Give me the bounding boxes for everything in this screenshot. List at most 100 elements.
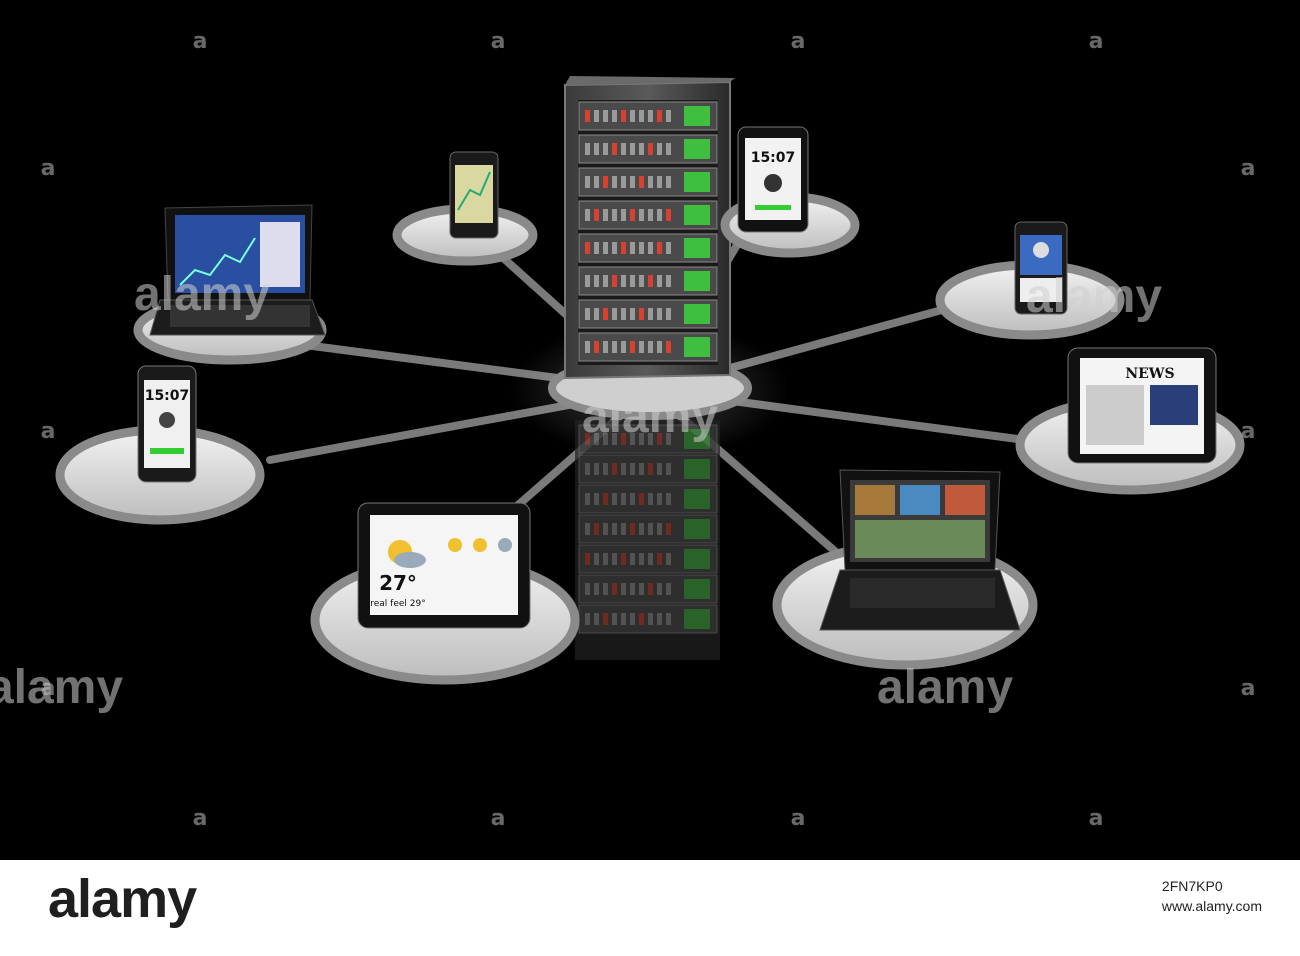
- rack-led: [585, 523, 590, 535]
- rack-led: [666, 341, 671, 353]
- rack-led: [648, 463, 653, 475]
- rack-led: [621, 176, 626, 188]
- phone-contact: [1014, 221, 1068, 315]
- rack-led: [639, 463, 644, 475]
- rack-led: [603, 523, 608, 535]
- rack-led: [666, 275, 671, 287]
- svg-text:a: a: [491, 806, 506, 831]
- rack-unit: [578, 604, 718, 634]
- rack-led: [621, 523, 626, 535]
- rack-led: [648, 176, 653, 188]
- rack-led: [648, 341, 653, 353]
- rack-led: [648, 242, 653, 254]
- rack-led: [594, 209, 599, 221]
- phone-time-text: 15:07: [145, 388, 190, 404]
- rack-led: [621, 493, 626, 505]
- rack-led: [657, 341, 662, 353]
- rack-unit: [578, 454, 718, 484]
- rack-led: [648, 433, 653, 445]
- rack-led: [630, 209, 635, 221]
- rack-status-bar: [684, 549, 710, 569]
- rack-led: [666, 583, 671, 595]
- rack-led: [639, 613, 644, 625]
- footer-site: www.alamy.com: [1161, 898, 1262, 914]
- rack-led: [603, 433, 608, 445]
- rack-led: [612, 433, 617, 445]
- rack-led: [630, 242, 635, 254]
- weather-temp-text: 27°: [379, 571, 417, 595]
- rack-led: [585, 433, 590, 445]
- svg-text:a: a: [193, 806, 208, 831]
- rack-led: [648, 143, 653, 155]
- rack-led: [648, 523, 653, 535]
- rack-led: [657, 143, 662, 155]
- rack-led: [594, 110, 599, 122]
- rack-led: [657, 613, 662, 625]
- rack-led: [657, 209, 662, 221]
- rack-status-bar: [684, 609, 710, 629]
- rack-status-bar: [684, 579, 710, 599]
- rack-led: [612, 463, 617, 475]
- rack-unit: [578, 514, 718, 544]
- rack-led: [612, 583, 617, 595]
- rack-led: [666, 613, 671, 625]
- rack-led: [603, 209, 608, 221]
- rack-led: [603, 341, 608, 353]
- rack-led: [648, 493, 653, 505]
- rack-led: [648, 553, 653, 565]
- rack-led: [657, 308, 662, 320]
- svg-text:a: a: [193, 29, 208, 54]
- server-rack: [564, 76, 735, 660]
- rack-unit: [578, 544, 718, 574]
- rack-status-bar: [684, 337, 710, 357]
- rack-status-bar: [684, 205, 710, 225]
- rack-led: [639, 275, 644, 287]
- rack-led: [594, 242, 599, 254]
- rack-led: [639, 110, 644, 122]
- watermark-symbols: a a a a a a a a a a a a a a: [41, 29, 1256, 831]
- rack-unit: [578, 484, 718, 514]
- rack-led: [603, 308, 608, 320]
- rack-led: [585, 553, 590, 565]
- svg-text:a: a: [1089, 29, 1104, 54]
- rack-led: [585, 493, 590, 505]
- rack-led: [603, 613, 608, 625]
- rack-led: [603, 242, 608, 254]
- rack-led: [639, 341, 644, 353]
- rack-status-bar: [684, 304, 710, 324]
- rack-led: [657, 583, 662, 595]
- rack-led: [585, 143, 590, 155]
- rack-led: [666, 433, 671, 445]
- rack-led: [612, 523, 617, 535]
- rack-led: [612, 493, 617, 505]
- rack-status-bar: [684, 106, 710, 126]
- rack-status-bar: [684, 172, 710, 192]
- footer-banner: alamy 2FN7KP0 www.alamy.com: [0, 860, 1300, 956]
- rack-led: [666, 242, 671, 254]
- rack-led: [621, 463, 626, 475]
- rack-led: [603, 143, 608, 155]
- rack-led: [594, 553, 599, 565]
- rack-led: [639, 583, 644, 595]
- svg-text:alamy: alamy: [134, 268, 270, 321]
- phone-map: [449, 151, 499, 239]
- rack-led: [585, 209, 590, 221]
- tablet-clock: 15:07: [737, 126, 809, 233]
- rack-led: [594, 583, 599, 595]
- phone-clock: 15:07: [137, 365, 197, 483]
- rack-led: [585, 583, 590, 595]
- rack-led: [594, 341, 599, 353]
- rack-led: [612, 613, 617, 625]
- rack-led: [657, 523, 662, 535]
- rack-led: [603, 110, 608, 122]
- rack-led: [630, 583, 635, 595]
- rack-led: [657, 433, 662, 445]
- rack-status-bar: [684, 139, 710, 159]
- rack-led: [585, 341, 590, 353]
- rack-led: [630, 341, 635, 353]
- rack-led: [630, 553, 635, 565]
- rack-led: [621, 433, 626, 445]
- rack-led: [630, 110, 635, 122]
- rack-status-bar: [684, 271, 710, 291]
